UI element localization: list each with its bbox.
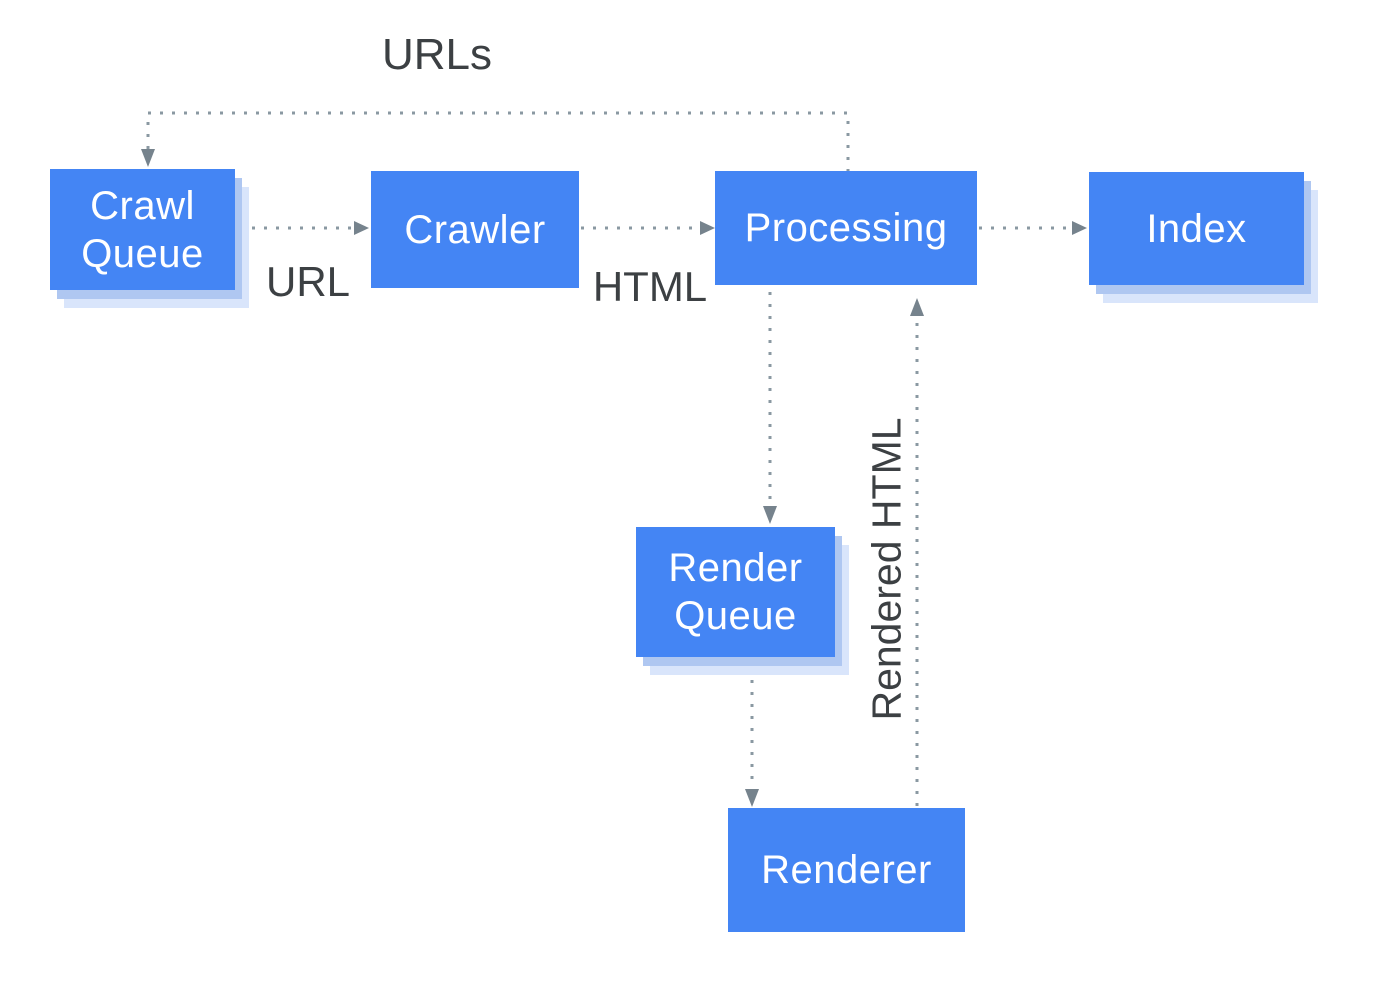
arrowhead-up-processing-icon xyxy=(910,298,924,316)
edge-processing-to-crawl-queue xyxy=(146,111,850,172)
arrowhead-right-crawler-icon xyxy=(354,221,369,235)
arrowhead-right-processing-icon xyxy=(700,221,715,235)
node-processing: Processing xyxy=(715,171,977,285)
arrowhead-down-render-queue-icon xyxy=(763,506,777,524)
node-render-queue: Render Queue xyxy=(636,527,835,657)
node-crawl-queue-label: Crawl Queue xyxy=(81,183,204,276)
arrowhead-right-index-icon xyxy=(1072,221,1087,235)
node-crawler-label: Crawler xyxy=(404,207,546,252)
edge-label-urls: URLs xyxy=(381,30,493,79)
node-crawler: Crawler xyxy=(371,171,579,288)
edge-label-rendered-html: Rendered HTML xyxy=(863,417,910,721)
node-renderer: Renderer xyxy=(728,808,965,932)
arrowhead-down-crawl-queue-icon xyxy=(141,149,155,167)
node-renderer-label: Renderer xyxy=(761,848,932,892)
edge-label-html: HTML xyxy=(592,263,708,310)
edge-label-url: URL xyxy=(265,258,351,305)
node-index-label: Index xyxy=(1146,206,1247,251)
node-crawl-queue: Crawl Queue xyxy=(50,169,235,290)
node-processing-label: Processing xyxy=(744,206,948,250)
arrowhead-down-renderer-icon xyxy=(745,789,759,807)
node-render-queue-label: Render Queue xyxy=(668,546,803,638)
node-index: Index xyxy=(1089,172,1304,285)
